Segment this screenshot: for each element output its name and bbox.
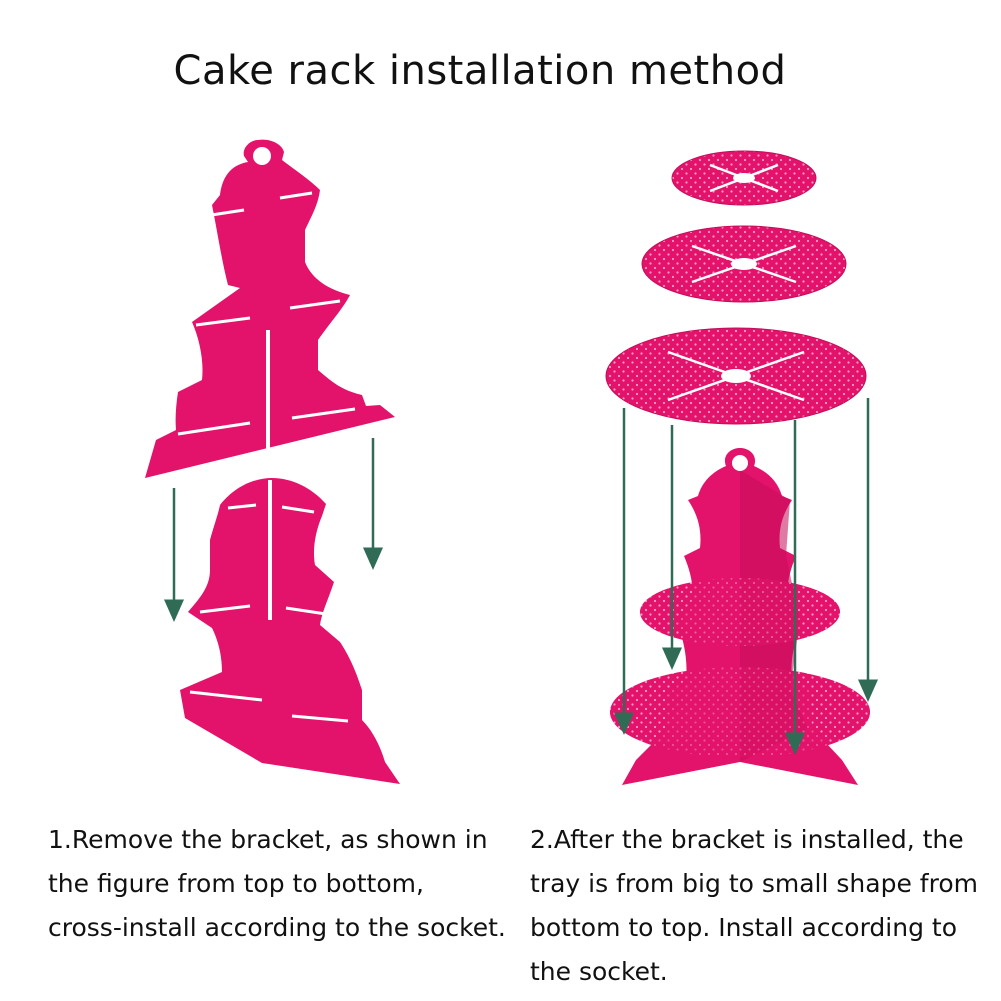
- page-title: Cake rack installation method: [173, 48, 787, 94]
- bracket-piece-lower: [180, 478, 400, 784]
- assembled-stand: [610, 448, 870, 785]
- step-2-line-1: 2.After the bracket is installed, the: [530, 825, 964, 854]
- step-2-line-3: bottom to top. Install according to: [530, 913, 957, 942]
- installation-diagram: [145, 139, 878, 785]
- step-2-caption: 2.After the bracket is installed, the tr…: [530, 818, 978, 994]
- step-2-line-4: the socket.: [530, 957, 668, 986]
- tray-small: [671, 150, 817, 206]
- step-2-line-2: tray is from big to small shape from: [530, 869, 978, 898]
- step-1-line-1: 1.Remove the bracket, as shown in: [48, 825, 488, 854]
- step-1-line-2: the figure from top to bottom,: [48, 869, 424, 898]
- tray-large: [605, 327, 867, 425]
- bracket-piece-upper: [145, 139, 395, 478]
- tray-medium: [641, 225, 847, 303]
- step-1-caption: 1.Remove the bracket, as shown in the fi…: [48, 818, 506, 950]
- step-1-line-3: cross-install according to the socket.: [48, 913, 506, 942]
